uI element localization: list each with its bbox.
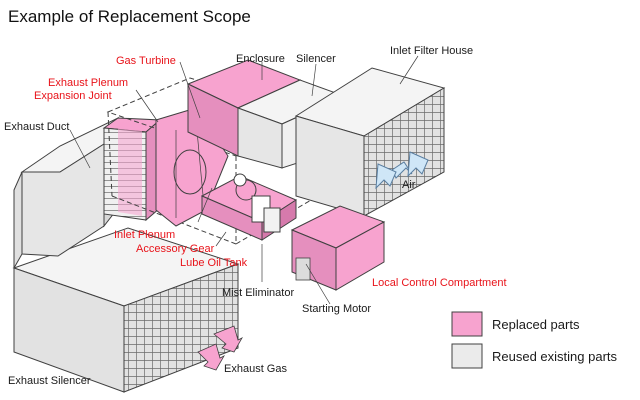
label-air: Air <box>402 179 416 191</box>
legend-swatch-replaced <box>451 311 483 337</box>
label-gas-turbine: Gas Turbine <box>116 55 176 67</box>
diagram-title: Example of Replacement Scope <box>8 7 251 26</box>
label-exhaust-duct: Exhaust Duct <box>4 121 69 133</box>
label-mist-eliminator: Mist Eliminator <box>222 287 294 299</box>
label-exhaust-gas: Exhaust Gas <box>224 363 287 375</box>
label-expansion-joint: Expansion Joint <box>34 90 112 102</box>
label-silencer: Silencer <box>296 53 336 65</box>
legend-label-reused: Reused existing parts <box>492 349 618 364</box>
exhaust-silencer <box>12 227 240 393</box>
label-enclosure: Enclosure <box>236 53 285 65</box>
label-exhaust-silencer: Exhaust Silencer <box>8 375 91 387</box>
legend: Replaced parts Reused existing parts <box>451 311 618 369</box>
label-inlet-plenum: Inlet Plenum <box>114 229 175 241</box>
starting-motor <box>251 195 281 233</box>
label-exhaust-plenum: Exhaust Plenum <box>48 77 128 89</box>
leader-lines <box>69 55 419 305</box>
legend-label-replaced: Replaced parts <box>492 317 580 332</box>
inlet-filter-house <box>294 67 446 217</box>
label-local-control-compartment: Local Control Compartment <box>372 277 507 289</box>
label-inlet-filter-house: Inlet Filter House <box>390 45 473 57</box>
legend-swatch-reused <box>451 343 483 369</box>
exhaust-plenum <box>102 117 162 222</box>
label-starting-motor: Starting Motor <box>302 303 371 315</box>
local-control-compartment <box>290 205 386 291</box>
air-arrows <box>375 151 429 190</box>
label-lube-oil-tank: Lube Oil Tank <box>180 257 248 269</box>
exhaust-gas-arrows <box>197 325 244 371</box>
label-accessory-gear: Accessory Gear <box>136 243 215 255</box>
